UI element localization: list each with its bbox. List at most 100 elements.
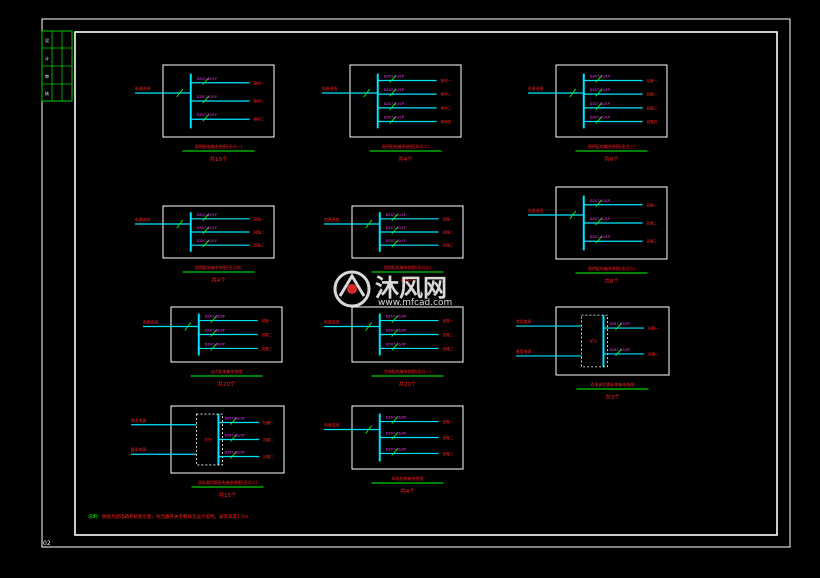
breaker-icon bbox=[230, 417, 237, 425]
strip-cell-2: 审 bbox=[45, 73, 49, 79]
breaker-label: DZ47-10/1P bbox=[197, 77, 217, 81]
panel-count: 共6个 bbox=[604, 155, 619, 163]
breaker-icon bbox=[210, 343, 218, 351]
output-label: 回路三 bbox=[647, 105, 658, 110]
breaker-label: DZ47-16/3P bbox=[386, 342, 406, 346]
output-label: 照明一 bbox=[441, 78, 452, 83]
output-label: 回路三 bbox=[443, 451, 454, 456]
breaker-icon bbox=[202, 213, 210, 222]
breaker-label: DZ47-10/1P bbox=[384, 116, 404, 120]
output-label: 照明三 bbox=[254, 117, 265, 122]
panel-4: 电源进线DZ47-10/1P回路一DZ47-10/1P回路二DZ47-10/1P… bbox=[324, 205, 464, 284]
panel-count: 共15个 bbox=[219, 491, 237, 499]
design-note: 说明： 图纸为配电箱系统图示意，各回路开关参数详见设计说明，安装高度1.5m bbox=[88, 513, 249, 520]
panel-caption: 照明配电箱系统图(形式三) bbox=[588, 143, 636, 149]
breaker-label: DZ47-10/1P bbox=[386, 213, 406, 217]
output-label: 回路一 bbox=[443, 216, 454, 221]
panel-box bbox=[162, 64, 275, 138]
breaker-icon bbox=[595, 75, 603, 83]
panel-8: 常用电源备用电源ATSDZ47-32/3P回路一DZ47-32/3P回路二双电源… bbox=[516, 306, 670, 401]
breaker-label: DZ47-10/1P bbox=[386, 239, 406, 243]
incoming-label: 电源进线 bbox=[324, 423, 339, 428]
panel-diagrams: 电源进线DZ47-10/1P照明一DZ47-10/1P照明二DZ47-10/1P… bbox=[131, 64, 670, 499]
inner-frame bbox=[74, 31, 778, 536]
breaker-icon bbox=[202, 95, 210, 104]
breaker-icon bbox=[202, 77, 210, 86]
main-breaker-icon bbox=[365, 219, 373, 229]
incoming-label: 电源进线 bbox=[528, 86, 543, 91]
incoming-label: 电源进线 bbox=[143, 320, 158, 325]
breaker-icon bbox=[230, 434, 237, 442]
breaker-icon bbox=[391, 448, 399, 456]
incoming-label: 电源进线 bbox=[324, 320, 339, 325]
output-label: 回路一 bbox=[254, 216, 265, 221]
panel-box bbox=[170, 405, 285, 474]
breaker-icon bbox=[389, 75, 397, 83]
note-prefix: 说明： bbox=[88, 513, 102, 520]
panel-count: 共4个 bbox=[400, 487, 415, 495]
output-label: 回路三 bbox=[254, 243, 265, 248]
panel-box bbox=[351, 205, 464, 259]
output-label: 照明四 bbox=[441, 119, 452, 124]
breaker-icon bbox=[391, 213, 399, 222]
breaker-icon bbox=[202, 239, 210, 248]
breaker-icon bbox=[595, 235, 603, 244]
panel-box bbox=[555, 186, 668, 260]
panel-box bbox=[349, 64, 462, 138]
ats-enclosure bbox=[581, 314, 608, 368]
panel-0: 电源进线DZ47-10/1P照明一DZ47-10/1P照明二DZ47-10/1P… bbox=[135, 64, 275, 163]
breaker-label: DZ47-10/1P bbox=[590, 217, 610, 221]
main-breaker-icon bbox=[569, 88, 577, 98]
panel-count: 共8个 bbox=[604, 277, 619, 285]
ats-label: ATS bbox=[589, 339, 597, 344]
output-label: 照明三 bbox=[441, 105, 452, 110]
breaker-label: DZ47-10/1P bbox=[197, 113, 217, 117]
breaker-label: DZ47-16/3P bbox=[205, 329, 225, 333]
ats-label: ATS bbox=[204, 438, 212, 443]
watermark-url: www.mfcad.com bbox=[378, 298, 452, 308]
breaker-icon bbox=[210, 329, 218, 337]
output-label: 回路三 bbox=[262, 346, 273, 351]
output-label: 回路二 bbox=[262, 332, 273, 337]
breaker-icon bbox=[391, 416, 399, 424]
output-label: 回路二 bbox=[647, 221, 658, 226]
breaker-label: DZ47-32/3P bbox=[609, 348, 629, 352]
output-label: 回路三 bbox=[263, 454, 274, 459]
panel-box bbox=[351, 405, 464, 470]
output-label: 回路一 bbox=[648, 326, 659, 331]
breaker-label: DZ47-10/1P bbox=[384, 74, 404, 78]
breaker-icon bbox=[615, 348, 622, 357]
main-breaker-icon bbox=[176, 88, 184, 98]
panel-caption: 照明配电箱系统图(形式二) bbox=[382, 143, 430, 149]
breaker-icon bbox=[595, 217, 603, 226]
main-breaker-icon bbox=[365, 425, 373, 434]
outer-frame bbox=[41, 18, 791, 548]
strip-cell-0: 设 bbox=[45, 37, 49, 43]
main-breaker-icon bbox=[363, 88, 371, 98]
panel-count: 共4个 bbox=[211, 276, 226, 284]
output-label: 回路二 bbox=[647, 92, 658, 97]
title-strip: 设 计 审 核 bbox=[41, 30, 73, 102]
breaker-label: DZ47-10/1P bbox=[590, 235, 610, 239]
breaker-icon bbox=[202, 226, 210, 235]
output-label: 回路三 bbox=[647, 239, 658, 244]
breaker-icon bbox=[391, 329, 399, 337]
panel-count: 共3个 bbox=[605, 393, 620, 401]
output-label: 回路一 bbox=[263, 420, 274, 425]
breaker-label: DZ47-16/3P bbox=[386, 447, 406, 451]
output-label: 回路四 bbox=[647, 119, 658, 124]
breaker-label: DZ47-32/3P bbox=[224, 417, 244, 421]
panel-box bbox=[555, 64, 668, 138]
panel-count: 共20个 bbox=[218, 380, 236, 388]
breaker-icon bbox=[230, 451, 237, 459]
output-label: 回路三 bbox=[443, 346, 454, 351]
main-breaker-icon bbox=[569, 210, 577, 220]
panel-caption: 照明配电箱系统图(形式五) bbox=[384, 264, 432, 270]
ats-enclosure bbox=[196, 413, 223, 466]
breaker-label: DZ47-10/1P bbox=[384, 88, 404, 92]
incoming-label: 电源进线 bbox=[322, 86, 337, 91]
panel-caption: 照明配电箱系统图(形式四) bbox=[195, 264, 243, 270]
panel-caption: 双电源切换配电箱系统图(形式二) bbox=[198, 479, 258, 485]
panel-box bbox=[162, 205, 275, 259]
